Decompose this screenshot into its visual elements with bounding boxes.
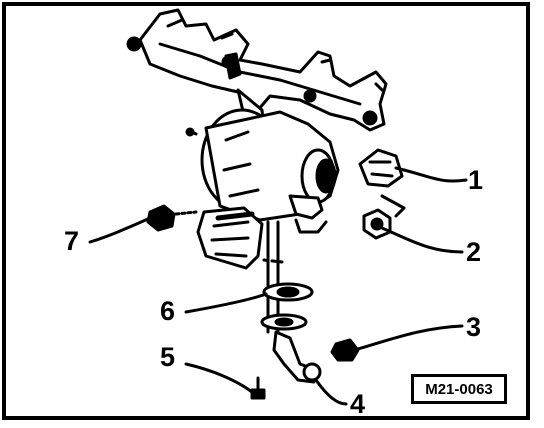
bolt [250,376,266,400]
hex-nut [362,208,392,240]
outlet-flange [196,206,264,270]
callout-3: 3 [466,312,482,342]
leader-lines [88,166,468,406]
nut-left [146,204,198,232]
callout-7: 7 [64,226,80,256]
nut [330,338,360,362]
turbocharger-housing [185,88,340,234]
clamp [358,148,406,218]
gasket [260,282,314,331]
callout-1: 1 [468,165,484,195]
callout-2: 2 [466,237,482,267]
callout-6: 6 [160,296,176,326]
union-fitting [272,330,322,384]
callout-5: 5 [160,342,176,372]
callout-4: 4 [350,389,366,419]
figure-id-label: M21-0063 [411,374,507,404]
